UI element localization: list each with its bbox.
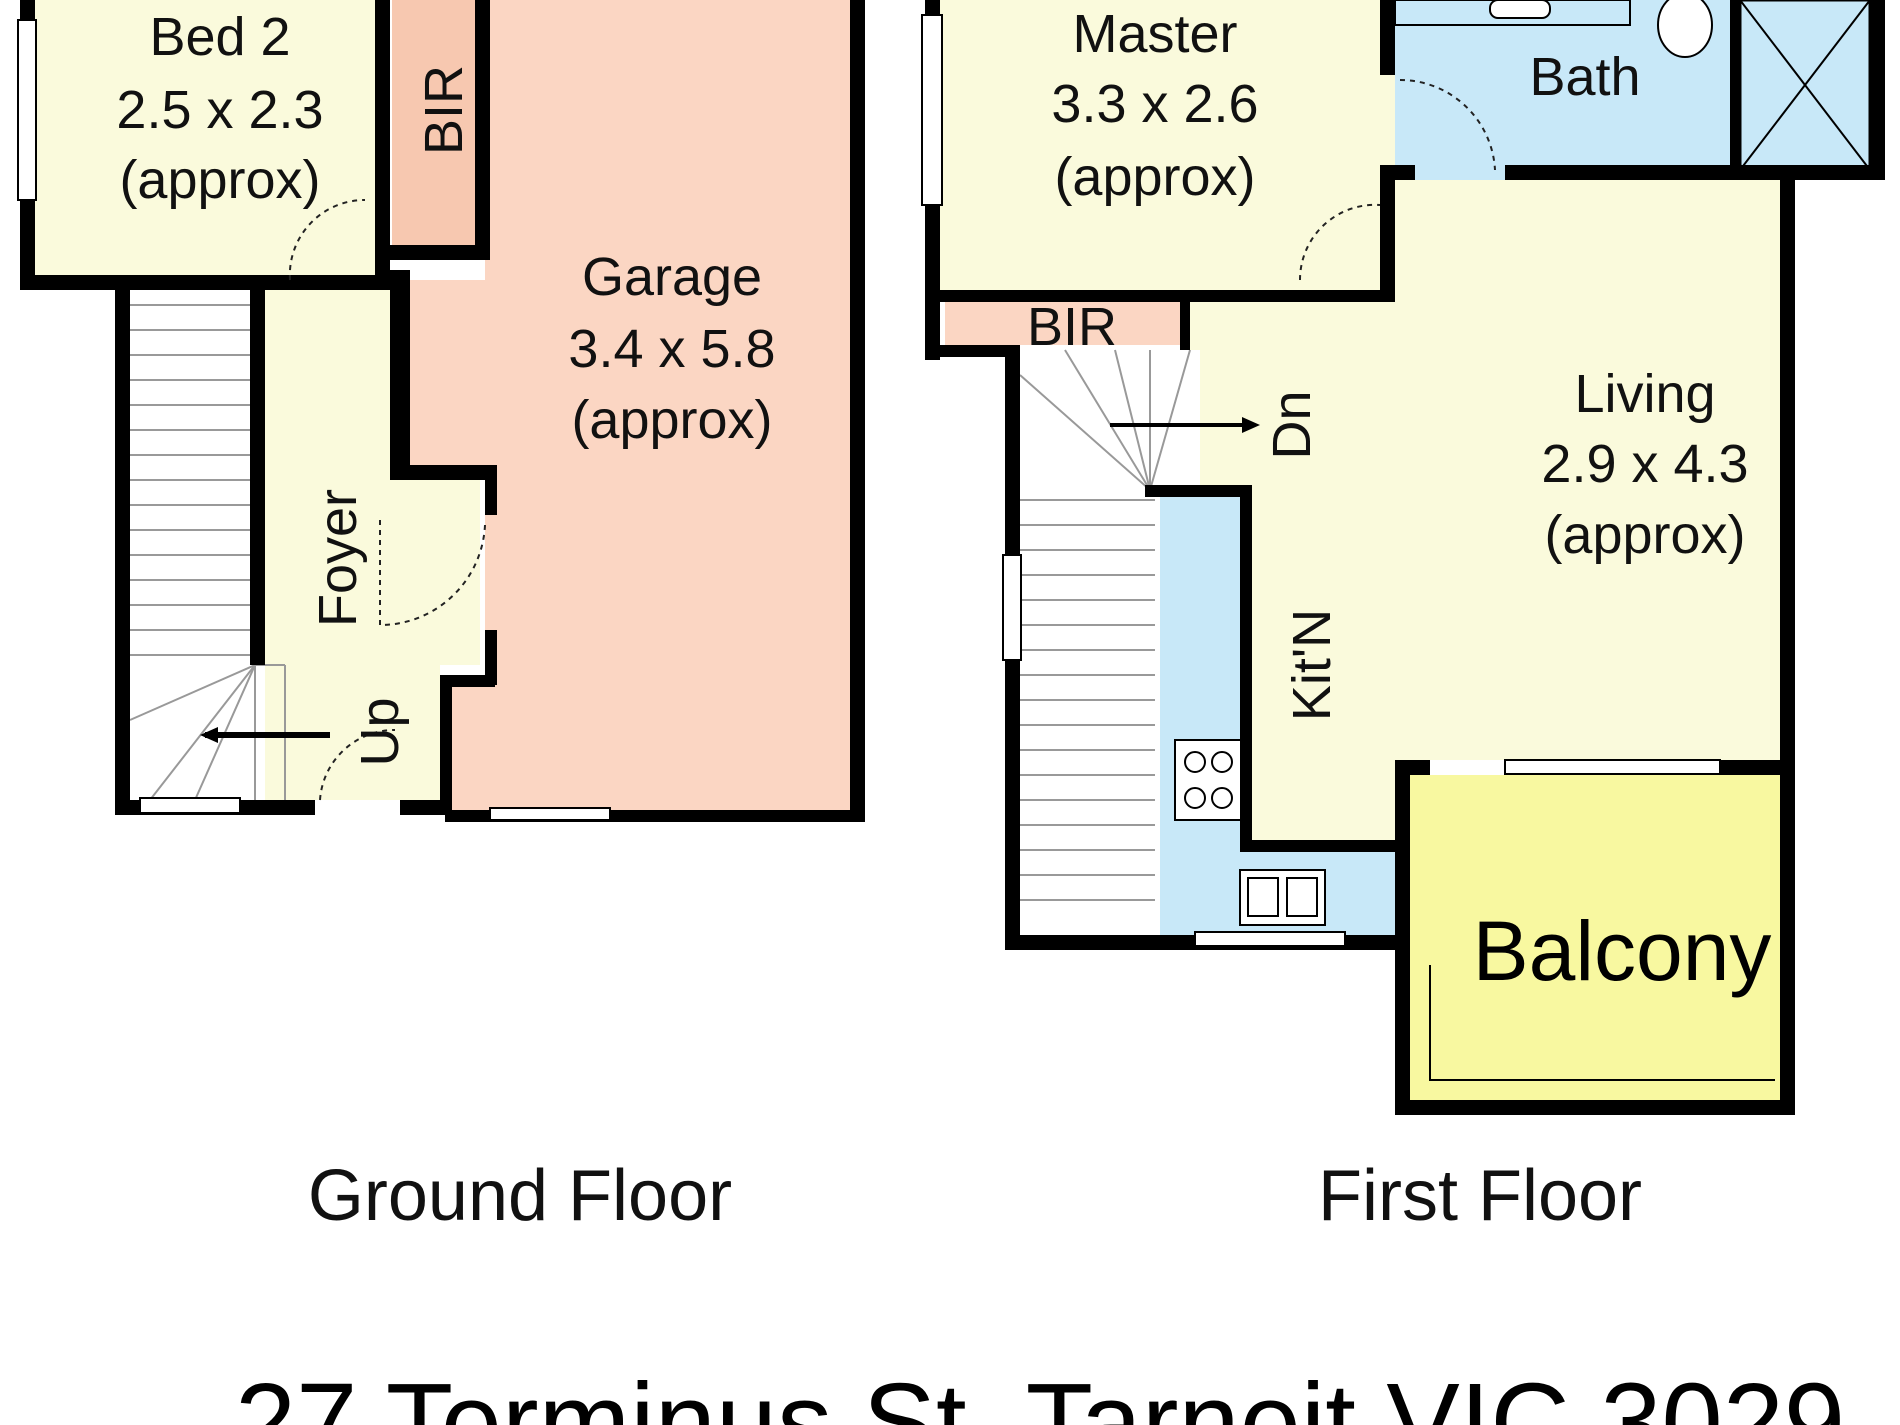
bed-2-size: 2.5 x 2.3: [116, 80, 323, 140]
ground-bir-room: [392, 0, 477, 255]
vanity-basin: [1489, 0, 1551, 19]
down-arrow: [1110, 417, 1260, 433]
balcony-room: [1410, 775, 1795, 1110]
living-note: (approx): [1544, 505, 1745, 565]
ground-windows: [17, 19, 611, 821]
living-room: [1190, 180, 1795, 850]
entry-door: [319, 728, 396, 801]
ground-stair: [130, 285, 260, 805]
bed-2-name: Bed 2: [149, 7, 290, 67]
stove: [1174, 739, 1246, 821]
garage-room: [405, 0, 865, 815]
kitchen-bench: [1160, 490, 1400, 940]
property-address: 27 Terminus St, Tarneit VIC 3029: [235, 1361, 1845, 1425]
toilet: [1657, 0, 1713, 58]
ground-floor-title: Ground Floor: [308, 1156, 732, 1236]
first-bir-label: BIR: [1027, 297, 1117, 357]
living-name: Living: [1574, 364, 1715, 424]
master-name: Master: [1072, 4, 1237, 64]
first-bir-room: [945, 300, 1185, 345]
ground-bir-label: BIR: [414, 65, 474, 155]
first-floor-plan: Master 3.3 x 2.6 (approx) Bath BIR Dn Li…: [921, 0, 1885, 1115]
master-door: [1298, 203, 1381, 281]
balcony-edge: [1429, 965, 1775, 1081]
first-floor-title: First Floor: [1318, 1156, 1642, 1236]
ground-stair-treads: [129, 304, 286, 801]
garage-size: 3.4 x 5.8: [568, 319, 775, 379]
up-label: Up: [350, 697, 410, 766]
bed-2-room: [30, 0, 385, 275]
kitchen-label: Kit'N: [1282, 609, 1342, 721]
foyer-room: [265, 285, 480, 800]
living-size: 2.9 x 4.3: [1541, 434, 1748, 494]
balcony-label: Balcony: [1473, 904, 1772, 998]
bath-label: Bath: [1529, 47, 1640, 107]
bath-door: [1399, 78, 1496, 171]
dn-label: Dn: [1262, 390, 1322, 459]
garage-name: Garage: [582, 247, 762, 307]
up-arrow: [200, 727, 330, 743]
bed-2-door: [288, 198, 366, 281]
master-size: 3.3 x 2.6: [1051, 74, 1258, 134]
foyer-label: Foyer: [308, 489, 368, 627]
master-note: (approx): [1054, 147, 1255, 207]
first-stair-treads: [1019, 349, 1191, 901]
master-room: [940, 0, 1395, 290]
ground-floor-plan: Bed 2 2.5 x 2.3 (approx) BIR Garage 3.4 …: [17, 0, 865, 822]
garage-note: (approx): [571, 390, 772, 450]
first-stair: [1020, 350, 1155, 940]
bed-2-note: (approx): [119, 150, 320, 210]
garage-door: [379, 520, 486, 627]
sink: [1239, 869, 1326, 926]
shower-cross-2: [1739, 0, 1871, 171]
first-windows: [921, 14, 1721, 947]
